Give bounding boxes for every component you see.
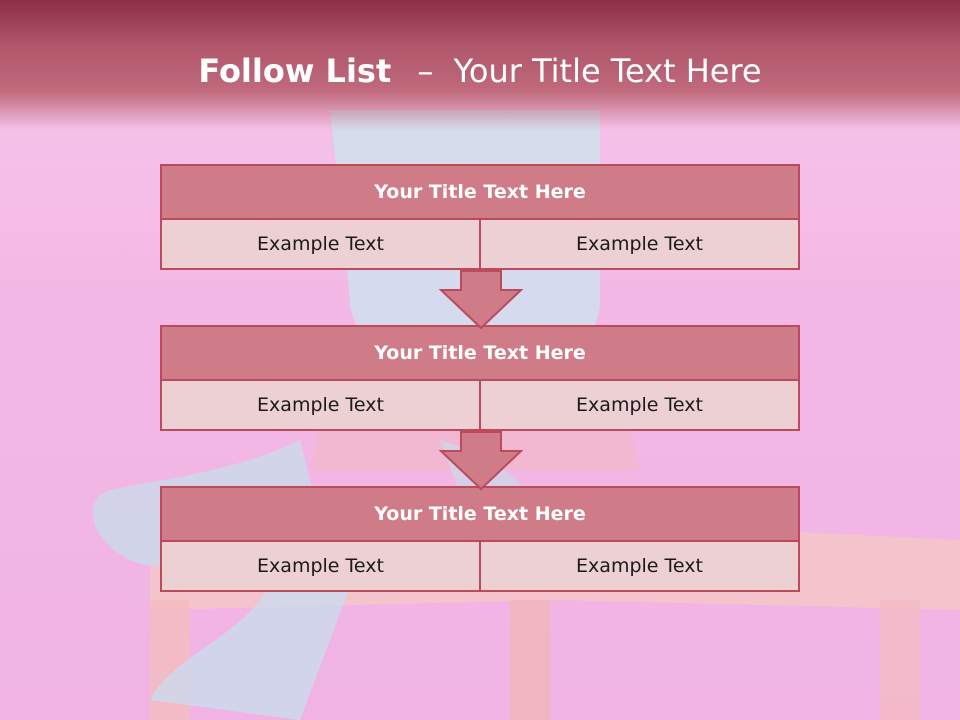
step-cell-right: Example Text (481, 381, 800, 431)
step-title: Your Title Text Here (160, 164, 800, 220)
step-row: Example Text Example Text (160, 220, 800, 270)
slide-title-bold: Follow List (198, 52, 392, 90)
step-block-1: Your Title Text Here Example Text Exampl… (160, 164, 800, 270)
step-cell-right: Example Text (481, 220, 800, 270)
step-row: Example Text Example Text (160, 542, 800, 592)
down-arrow-icon (439, 431, 523, 491)
step-row: Example Text Example Text (160, 381, 800, 431)
step-block-3: Your Title Text Here Example Text Exampl… (160, 486, 800, 592)
down-arrow-icon (439, 270, 523, 330)
step-block-2: Your Title Text Here Example Text Exampl… (160, 325, 800, 431)
step-cell-left: Example Text (160, 542, 481, 592)
header-bar (0, 0, 960, 130)
slide-title-dash: – (417, 52, 434, 90)
step-cell-left: Example Text (160, 220, 481, 270)
slide-title: Follow List – Your Title Text Here (0, 52, 960, 90)
step-cell-left: Example Text (160, 381, 481, 431)
slide-title-rest: Your Title Text Here (453, 52, 762, 90)
step-title: Your Title Text Here (160, 325, 800, 381)
step-cell-right: Example Text (481, 542, 800, 592)
step-title: Your Title Text Here (160, 486, 800, 542)
